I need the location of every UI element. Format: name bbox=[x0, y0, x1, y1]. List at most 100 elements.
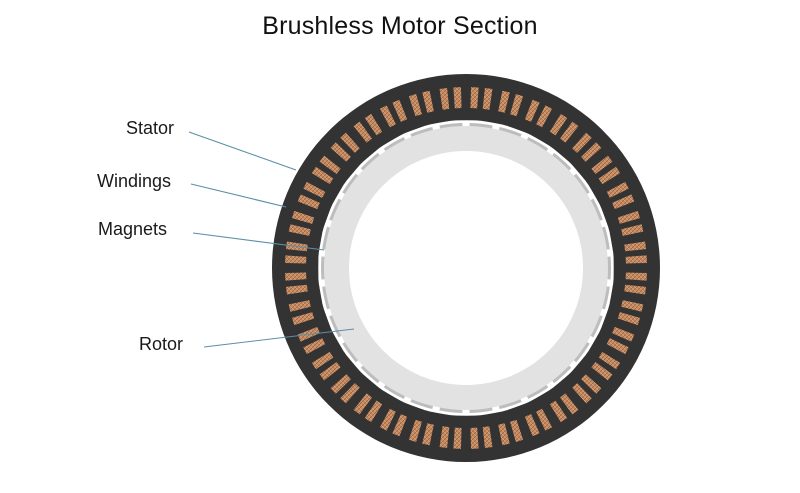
stator-tooth bbox=[611, 317, 637, 334]
stator-tooth bbox=[599, 342, 625, 362]
winding-coil bbox=[625, 255, 647, 264]
winding-coil bbox=[439, 87, 450, 110]
leader-lines bbox=[188, 131, 355, 348]
stator-tooth bbox=[540, 109, 560, 135]
winding-coil bbox=[498, 90, 510, 113]
winding-coil bbox=[524, 414, 540, 437]
stator-tooth-tip bbox=[609, 284, 624, 306]
winding-coil bbox=[581, 374, 602, 394]
winding-coil bbox=[319, 362, 341, 381]
winding-coil bbox=[353, 393, 372, 415]
winding-coil bbox=[560, 393, 579, 415]
winding-coil bbox=[422, 90, 434, 113]
winding-coil bbox=[379, 105, 396, 128]
stator-tooth-tip bbox=[507, 116, 530, 133]
winding-coil bbox=[581, 142, 602, 162]
winding-coil bbox=[625, 272, 647, 281]
winding-coil bbox=[285, 284, 308, 295]
winding-coil bbox=[617, 312, 640, 326]
motor-cross-section bbox=[272, 74, 660, 462]
stator-tooth bbox=[295, 317, 321, 334]
winding-coil bbox=[591, 155, 613, 174]
stator-tooth-tip bbox=[507, 403, 530, 420]
stator-tooth-tip bbox=[378, 391, 401, 410]
winding-coil bbox=[482, 426, 493, 449]
winding-coil bbox=[606, 338, 629, 355]
winding-coil bbox=[453, 87, 462, 109]
stator-tooth bbox=[621, 263, 646, 273]
winding-coil bbox=[292, 312, 315, 326]
winding-coil bbox=[510, 419, 524, 442]
winding-coil bbox=[621, 300, 644, 312]
winding-coil bbox=[453, 427, 462, 449]
winding-coil bbox=[624, 241, 647, 252]
stator-tooth bbox=[515, 413, 532, 439]
stator-tooth bbox=[400, 413, 417, 439]
stator-tooth-tip bbox=[573, 159, 594, 181]
stator-tooth bbox=[372, 109, 392, 135]
stator-tooth-tip bbox=[428, 110, 450, 125]
winding-coil bbox=[470, 427, 479, 449]
label-stator: Stator bbox=[126, 118, 175, 138]
stator-tooth bbox=[489, 420, 502, 446]
stator-tooth bbox=[618, 291, 644, 304]
winding-coil bbox=[549, 113, 568, 136]
label-windings: Windings bbox=[97, 171, 172, 191]
stator-tooth-tip bbox=[324, 180, 343, 203]
winding-coil bbox=[330, 142, 351, 162]
stator-tooth bbox=[400, 97, 417, 123]
stator-tooth-tip bbox=[589, 333, 608, 356]
stator-tooth bbox=[540, 401, 560, 427]
winding-coil bbox=[311, 166, 334, 185]
winding-coil bbox=[297, 194, 320, 210]
stator-tooth-tip bbox=[338, 159, 359, 181]
winding-coil bbox=[392, 414, 408, 437]
label-rotor: Rotor bbox=[139, 334, 184, 354]
winding-coil bbox=[408, 94, 422, 117]
stator-tooth bbox=[599, 174, 625, 194]
stator-tooth bbox=[346, 385, 369, 409]
page-title: Brushless Motor Section bbox=[262, 12, 538, 40]
winding-coil bbox=[572, 383, 592, 404]
winding-coil bbox=[621, 224, 644, 236]
stator-tooth bbox=[288, 291, 314, 304]
rotor-leader-line bbox=[203, 328, 355, 348]
stator-tooth bbox=[563, 127, 586, 151]
stator-tooth-tip bbox=[553, 140, 575, 161]
winding-coil bbox=[285, 255, 307, 264]
stator-tooth bbox=[583, 148, 607, 171]
stator-tooth bbox=[307, 174, 333, 194]
winding-coil bbox=[524, 99, 540, 122]
stator-leader-line bbox=[188, 131, 297, 171]
stator-tooth-tip bbox=[314, 309, 331, 332]
stator-tooth-tip bbox=[482, 110, 504, 125]
winding-coil bbox=[340, 132, 360, 153]
winding-coil bbox=[498, 423, 510, 446]
stator-tooth-tip bbox=[456, 415, 476, 426]
stator-tooth-tip bbox=[338, 355, 359, 377]
winding-coil bbox=[303, 181, 326, 198]
stator-tooth bbox=[489, 90, 502, 116]
winding-coil bbox=[311, 351, 334, 370]
winding-coil bbox=[422, 423, 434, 446]
stator-tooth-tip bbox=[402, 116, 425, 133]
winding-coil bbox=[408, 419, 422, 442]
windings-leader-line bbox=[190, 183, 287, 208]
stator-tooth bbox=[286, 263, 311, 273]
winding-coil bbox=[285, 272, 307, 281]
stator-tooth-tip bbox=[378, 126, 401, 145]
magnets-leader-line bbox=[192, 232, 325, 251]
stator-tooth-tip bbox=[357, 140, 379, 161]
winding-coil bbox=[364, 400, 383, 423]
winding-coil bbox=[303, 338, 326, 355]
winding-coil bbox=[439, 426, 450, 449]
winding-coil bbox=[288, 224, 311, 236]
stator-tooth-tip bbox=[428, 411, 450, 426]
winding-coil bbox=[330, 374, 351, 394]
stator-tooth bbox=[611, 202, 637, 219]
stator-tooth bbox=[307, 342, 333, 362]
winding-coil bbox=[606, 181, 629, 198]
stator-tooth bbox=[325, 365, 349, 388]
winding-coil bbox=[536, 408, 553, 431]
